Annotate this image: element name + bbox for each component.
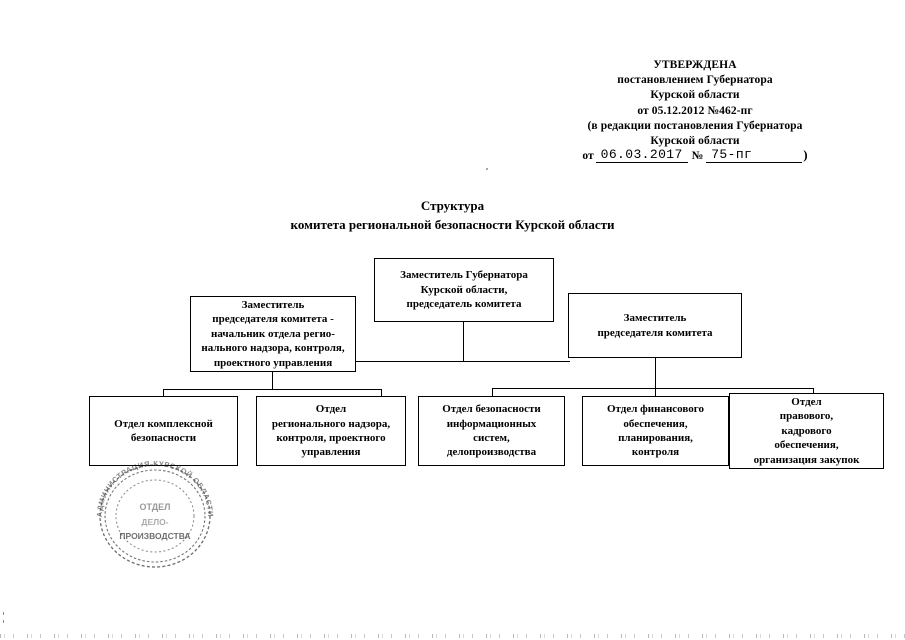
approval-line-4: от 05.12.2012 №462-пг [637, 104, 753, 117]
node-dept-regional-supervision-line-2: регионального надзора, [271, 417, 391, 430]
node-dept-legal-hr-line-4: обеспечения, [774, 439, 839, 452]
node-deputy-head-regional-line-3: начальник отдела регио- [211, 327, 335, 340]
page-title: Структура комитета региональной безопасн… [0, 196, 905, 234]
connector-chairman-stem [463, 322, 465, 362]
approval-date-value: 06.03.2017 [595, 147, 688, 163]
connector-to-dept-finance [655, 388, 657, 397]
node-dept-regional-supervision-line-3: контроля, проектного [276, 432, 386, 444]
node-deputy-head-regional-line-1: Заместитель [241, 298, 305, 311]
node-dept-information-security-line-4: делопроизводства [446, 446, 537, 459]
official-seal-stamp: АДМИНИСТРАЦИЯ КУРСКОЙ ОБЛАСТИ ОТДЕЛ ДЕЛО… [92, 458, 218, 570]
scan-noise-artifact [0, 634, 905, 638]
node-dept-legal-hr-line-5: организация закупок [753, 453, 860, 466]
approval-line-6: Курской области [650, 135, 740, 148]
approval-number-label: № [691, 150, 704, 162]
node-dept-legal-hr-line-2: правового, [779, 410, 834, 423]
approval-header: УТВЕРЖДЕНА постановлением Губернатора Ку… [520, 58, 870, 149]
node-deputy-head-regional-line-4: нального надзора, контроля, [201, 342, 345, 355]
connector-to-dept-legal-hr [813, 388, 815, 397]
connector-to-dept-regional-supervision [381, 389, 383, 397]
node-dept-finance-line-4: контроля [631, 446, 680, 459]
connector-right-children-bus [492, 388, 814, 390]
node-dept-information-security-line-1: Отдел безопасности [442, 403, 541, 416]
connector-top-bus [356, 361, 570, 363]
node-chairman-line-3: председатель комитета [406, 298, 522, 311]
approval-line-5: (в редакции постановления Губернатора [587, 119, 803, 132]
node-dept-regional-supervision-line-1: Отдел [315, 403, 347, 416]
connector-to-dept-complex-security [163, 389, 165, 397]
approval-closing-paren: ) [803, 147, 808, 162]
node-dept-complex-security[interactable]: Отдел комплексной безопасности [89, 396, 238, 466]
connector-to-dept-information-security [492, 388, 494, 397]
node-dept-information-security[interactable]: Отдел безопасности информационных систем… [418, 396, 565, 466]
approval-filled-line: от 06.03.2017 № 75-пг ) [520, 147, 870, 167]
approval-ot-label: от [582, 150, 594, 162]
node-dept-complex-security-line-1: Отдел комплексной [114, 417, 213, 430]
node-deputy-chairman-line-1: Заместитель [623, 312, 687, 325]
node-dept-legal-hr-line-1: Отдел [791, 395, 822, 408]
node-deputy-head-regional[interactable]: Заместитель председателя комитета - нача… [190, 296, 356, 372]
node-deputy-head-regional-line-2: председателя комитета - [212, 313, 334, 326]
connector-right-deputy-stem [655, 358, 657, 389]
seal-center-line-3: ПРОИЗВОДСТВА [119, 531, 190, 541]
node-deputy-head-regional-line-5: проектного управления [213, 356, 333, 369]
node-dept-finance-line-1: Отдел финансового [606, 403, 704, 416]
node-dept-complex-security-line-2: безопасности [130, 432, 197, 444]
approval-line-2: постановлением Губернатора [617, 74, 773, 87]
node-deputy-chairman-line-2: председателя комитета [597, 326, 713, 339]
node-dept-finance[interactable]: Отдел финансового обеспечения, планирова… [582, 396, 729, 466]
connector-left-children-bus [163, 389, 382, 391]
node-dept-finance-line-2: обеспечения, [623, 417, 688, 430]
page-title-line-1: Структура [420, 198, 485, 213]
node-dept-information-security-line-3: систем, [473, 432, 510, 444]
node-dept-regional-supervision[interactable]: Отдел регионального надзора, контроля, п… [256, 396, 406, 466]
seal-center-line-1: ОТДЕЛ [139, 502, 170, 512]
page-title-line-2: комитета региональной безопасности Курск… [290, 217, 615, 232]
node-deputy-chairman[interactable]: Заместитель председателя комитета [568, 293, 742, 358]
node-chairman[interactable]: Заместитель Губернатора Курской области,… [374, 258, 554, 322]
connector-left-deputy-stem [272, 372, 274, 390]
node-dept-finance-line-3: планирования, [618, 432, 693, 444]
scan-speck [486, 168, 488, 170]
approval-number-value: 75-пг [706, 147, 803, 163]
node-chairman-line-1: Заместитель Губернатора [400, 269, 528, 282]
node-dept-information-security-line-2: информационных [446, 417, 537, 430]
scan-speck [3, 612, 4, 615]
seal-center-line-2: ДЕЛО- [141, 517, 168, 527]
approval-line-1: УТВЕРЖДЕНА [653, 59, 737, 71]
scan-speck [3, 620, 4, 623]
node-dept-legal-hr[interactable]: Отдел правового, кадрового обеспечения, … [729, 393, 884, 469]
approval-line-3: Курской области [650, 89, 740, 102]
node-dept-regional-supervision-line-4: управления [301, 446, 361, 459]
node-dept-legal-hr-line-3: кадрового [781, 424, 832, 437]
node-chairman-line-2: Курской области, [420, 283, 508, 296]
